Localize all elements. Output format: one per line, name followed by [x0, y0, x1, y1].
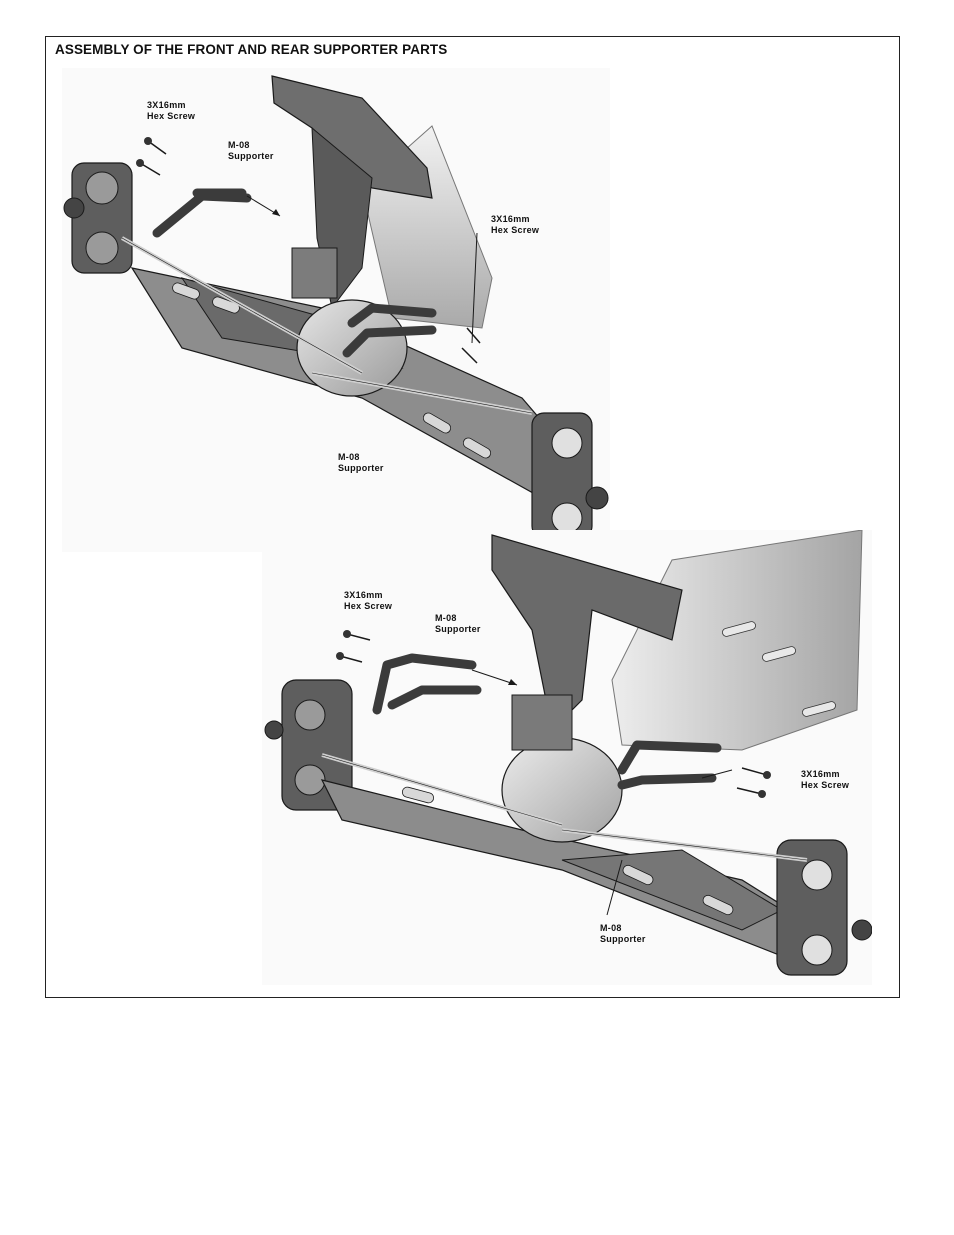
assembly-frame: ASSEMBLY OF THE FRONT AND REAR SUPPORTER…	[45, 36, 900, 998]
front-assembly-drawing	[62, 68, 610, 552]
rear-assembly-drawing	[262, 530, 872, 985]
rear-assembly-figure	[262, 530, 872, 985]
page-title: ASSEMBLY OF THE FRONT AND REAR SUPPORTER…	[55, 42, 448, 57]
front-assembly-figure	[62, 68, 610, 552]
